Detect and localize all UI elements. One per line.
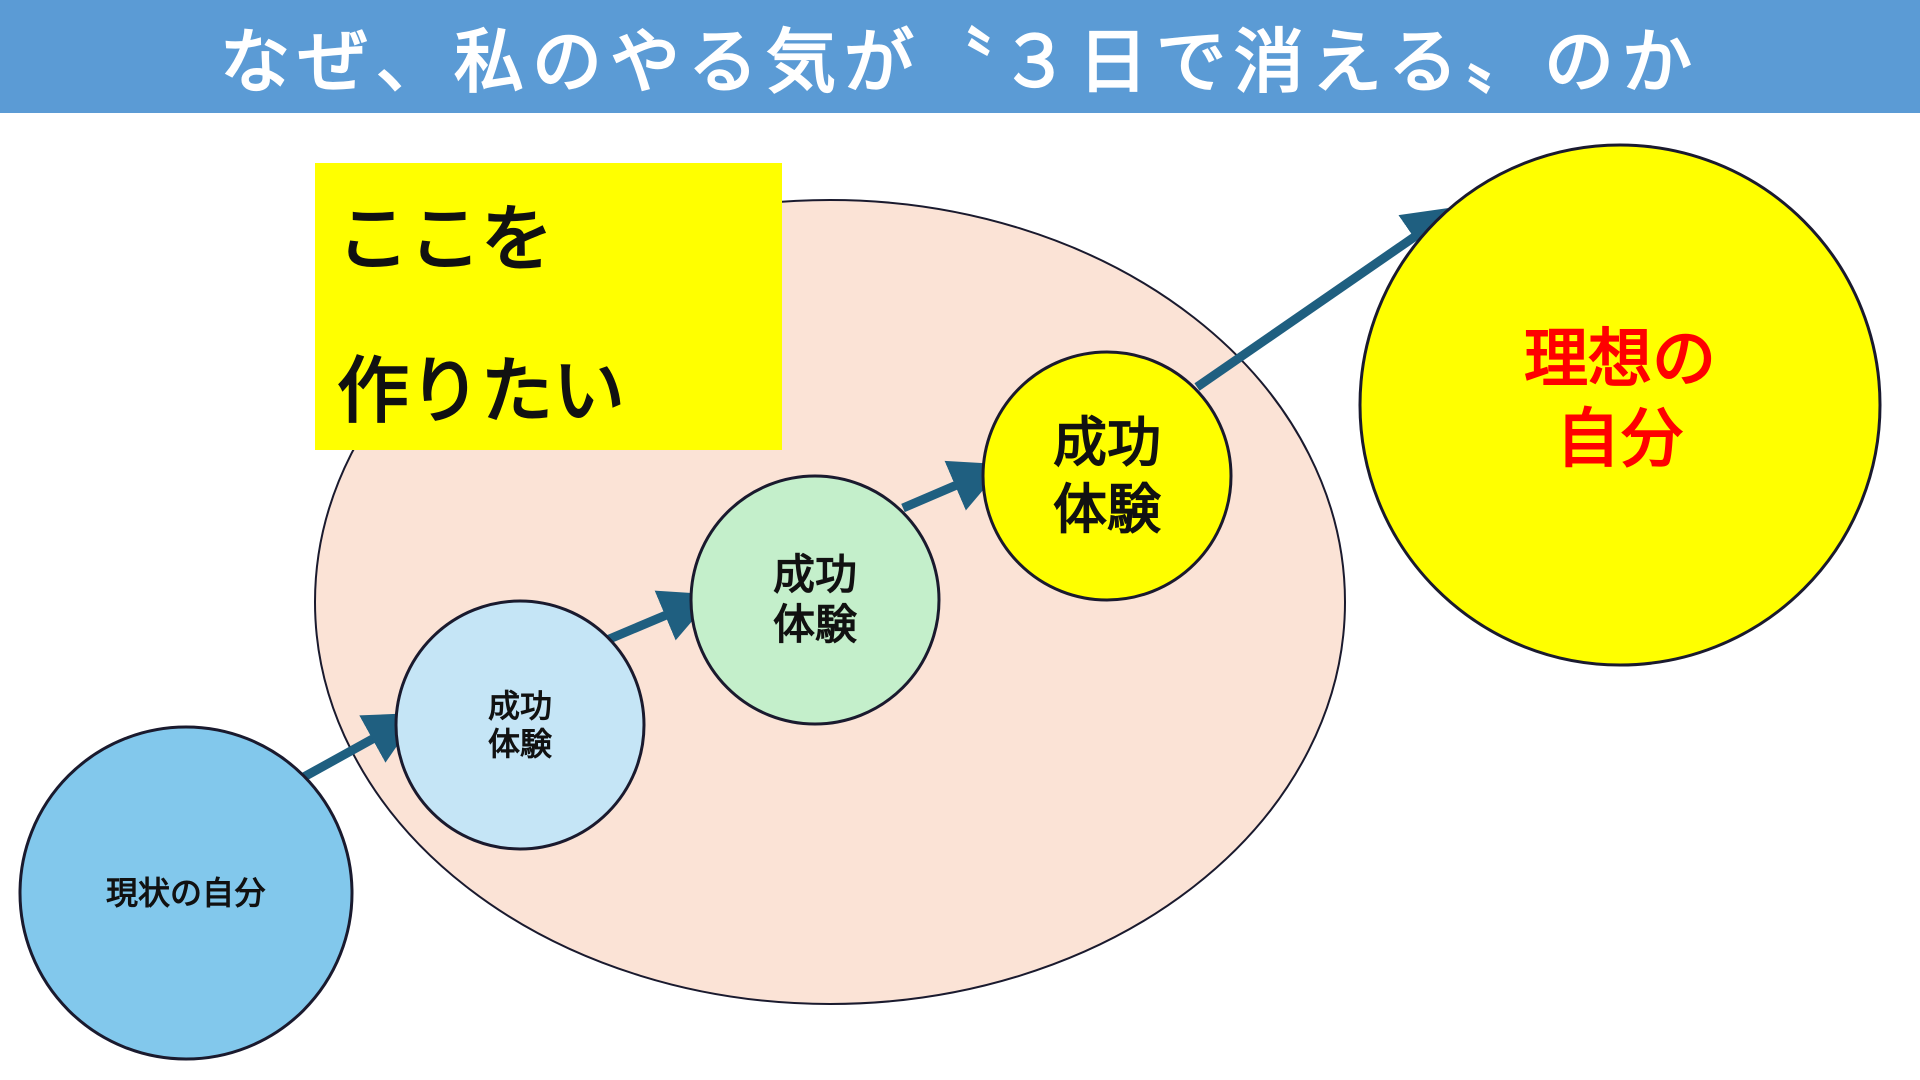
current-self-circle <box>18 725 354 1061</box>
success-step2-line2: 体験 <box>772 600 857 649</box>
ideal-self-line2: 自分 <box>1556 403 1684 477</box>
ideal-self-line1: 理想の <box>1524 323 1716 397</box>
arrow-current-to-step1 <box>299 712 420 782</box>
success-step1-circle <box>394 599 646 851</box>
current-self-label: 現状の自分 <box>36 853 336 933</box>
callout-box: ここを 作りたい <box>315 163 782 450</box>
success-step3-line1: 成功 <box>1053 410 1161 474</box>
success-step1-label: 成功 体験 <box>420 675 620 775</box>
page-title: なぜ、私のやる気が〝３日で消える〟のか <box>220 21 1700 103</box>
title-bar: なぜ、私のやる気が〝３日で消える〟のか <box>0 0 1920 113</box>
success-step3-label: 成功 体験 <box>997 401 1217 551</box>
arrow-step3-to-ideal <box>1194 206 1459 391</box>
success-step2-label: 成功 体験 <box>715 540 915 660</box>
success-step2-line1: 成功 <box>772 549 857 599</box>
ideal-self-label: 理想の 自分 <box>1460 315 1780 485</box>
success-step3-line2: 体験 <box>1053 478 1161 541</box>
arrow-step2-to-step3 <box>901 460 1005 513</box>
success-step2-circle <box>689 474 941 726</box>
success-step1-line1: 成功 <box>487 686 552 725</box>
success-step3-circle <box>981 350 1233 602</box>
callout-line-1: ここを <box>337 197 554 281</box>
callout-line-2: 作りたい <box>337 349 626 433</box>
success-step1-line2: 体験 <box>487 725 552 763</box>
arrow-step1-to-step2 <box>605 590 715 645</box>
ideal-self-circle <box>1358 143 1882 667</box>
current-self-text: 現状の自分 <box>105 873 266 912</box>
